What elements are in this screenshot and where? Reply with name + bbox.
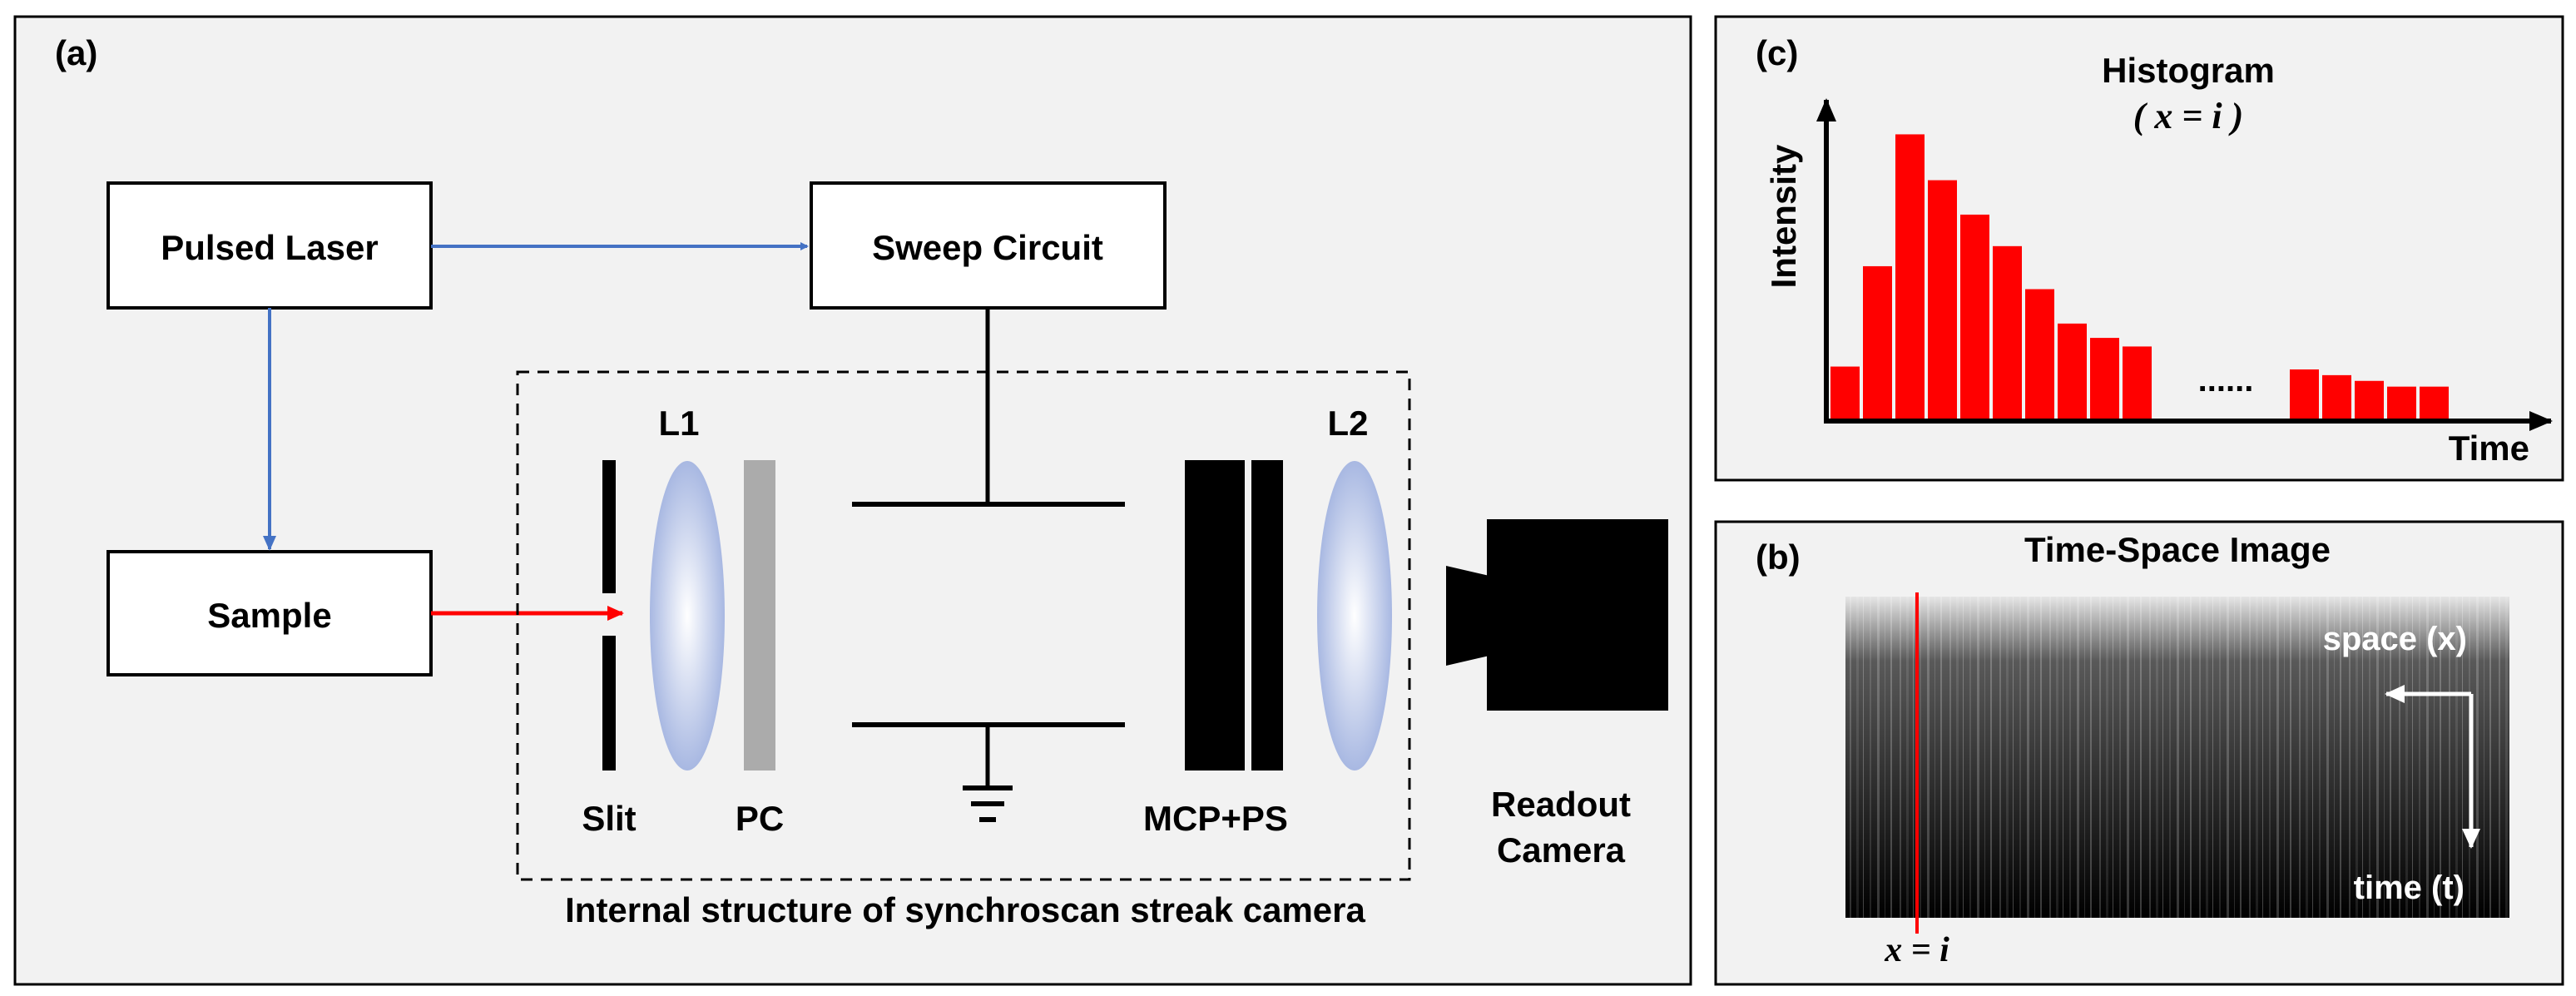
panel-b: (b) Time-Space Image x = i space (x) tim… xyxy=(1714,520,2564,986)
readout-label-line1: Readout xyxy=(1491,785,1631,824)
slit-lower xyxy=(602,636,616,771)
mcp-ps-label: MCP+PS xyxy=(1143,799,1288,838)
photocathode xyxy=(744,460,775,771)
lens-l1 xyxy=(650,461,725,771)
slit-upper xyxy=(602,460,616,593)
panel-c: (c) Histogram ( x = i ) Intensity Time .… xyxy=(1714,15,2564,482)
lens-l2 xyxy=(1317,461,1392,771)
pulsed-laser-box xyxy=(107,181,433,310)
histogram-bar xyxy=(1960,214,1989,421)
lens-l2-label: L2 xyxy=(1327,404,1368,443)
histogram-bar xyxy=(2290,369,2319,421)
readout-label-line2: Camera xyxy=(1497,830,1626,870)
time-label: time (t) xyxy=(2354,870,2465,906)
ground-icon xyxy=(963,785,1013,822)
mcp-plate xyxy=(1185,460,1245,771)
sweep-circuit-label: Sweep Circuit xyxy=(872,228,1103,267)
streak-camera-caption: Internal structure of synchroscan streak… xyxy=(565,890,1365,929)
histogram-subtitle: ( x = i ) xyxy=(2133,96,2244,136)
histogram-ellipsis: ...... xyxy=(2198,362,2254,399)
space-label: space (x) xyxy=(2323,621,2467,657)
histogram-bar xyxy=(2123,346,2152,421)
panel-a: (a) Pulsed Laser Sweep Circuit Sample Sl… xyxy=(13,15,1692,986)
histogram-bar xyxy=(2322,374,2351,421)
lens-l1-label: L1 xyxy=(658,404,699,443)
histogram-title: Histogram xyxy=(2102,51,2275,90)
histogram-bar xyxy=(1830,366,1860,421)
histogram-bar xyxy=(2387,386,2416,421)
panel-b-label: (b) xyxy=(1756,538,1801,577)
pulsed-laser-label: Pulsed Laser xyxy=(161,228,378,267)
histogram-xlabel: Time xyxy=(2449,429,2529,468)
histogram-bar xyxy=(2058,323,2087,421)
histogram-bar xyxy=(2420,386,2449,421)
panel-a-frame xyxy=(13,15,1692,986)
histogram-bar xyxy=(1895,134,1925,422)
sample-label: Sample xyxy=(207,596,331,635)
histogram-bar xyxy=(2090,338,2119,421)
time-space-title: Time-Space Image xyxy=(2024,530,2331,569)
histogram-bar xyxy=(1863,265,1892,421)
histogram-ylabel: Intensity xyxy=(1764,144,1803,288)
pc-label: PC xyxy=(736,799,784,838)
histogram-bar xyxy=(1928,180,1957,421)
streak-camera-boundary xyxy=(516,370,1411,881)
position-marker-label: x = i xyxy=(1884,931,1949,969)
histogram-bars xyxy=(1830,134,2449,422)
histogram-bar xyxy=(2025,289,2054,421)
histogram-bar xyxy=(1993,245,2022,421)
time-space-image xyxy=(1845,597,2509,918)
panel-c-label: (c) xyxy=(1756,33,1798,72)
phosphor-screen xyxy=(1251,460,1283,771)
sample-box xyxy=(107,550,433,676)
camera-icon xyxy=(1446,519,1668,711)
panel-a-label: (a) xyxy=(55,33,97,72)
slit-label: Slit xyxy=(582,799,636,838)
histogram-bar xyxy=(2355,380,2384,421)
sweep-circuit-box xyxy=(810,181,1167,310)
